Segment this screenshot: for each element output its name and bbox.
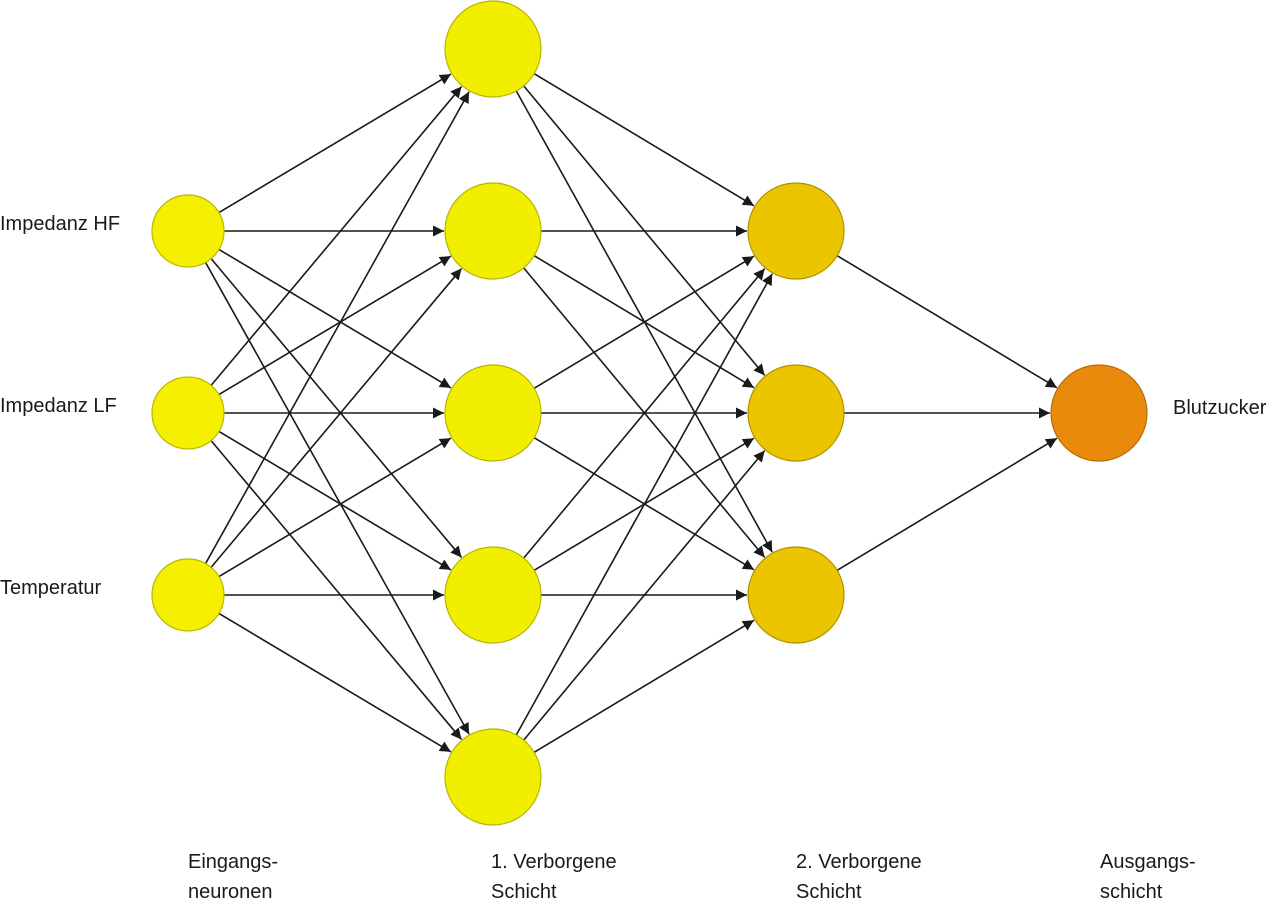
neurons [151,0,1148,826]
hidden2-neuron-1 [747,182,845,280]
hidden1-neuron-1 [444,0,542,98]
layer-caption-hidden1-line1: 1. Verborgene [491,851,617,873]
layer-caption-hidden2: 2. Verborgene Schicht [796,847,922,907]
input-neuron-1 [151,194,225,268]
input-label-impedanz-hf: Impedanz HF [0,213,121,235]
layer-caption-output: Ausgangs- schicht [1100,847,1196,907]
edge-input-3-to-hidden1-3 [218,437,452,578]
layer-caption-input-line2: neuronen [188,881,273,903]
hidden2-neuron-2 [747,364,845,462]
layer-caption-hidden2-line1: 2. Verborgene [796,851,922,873]
layer-caption-input: Eingangs- neuronen [188,847,278,907]
edge-hidden1-5-to-hidden2-2 [523,450,766,741]
hidden2-neuron-3 [747,546,845,644]
edge-input-3-to-hidden1-5 [218,612,452,753]
edge-input-1-to-hidden1-5 [204,262,470,735]
edge-hidden1-4-to-hidden2-1 [523,268,766,559]
layer-caption-output-line1: Ausgangs- [1100,851,1196,873]
layer-caption-output-line2: schicht [1100,881,1163,903]
edge-input-2-to-hidden1-1 [210,86,463,386]
input-neuron-2 [151,376,225,450]
output-label-blutzucker: Blutzucker [1173,397,1267,419]
hidden1-neuron-4 [444,546,542,644]
input-label-impedanz-lf: Impedanz LF [0,395,117,417]
edge-hidden1-5-to-hidden2-1 [515,273,773,736]
edge-input-1-to-hidden1-3 [218,248,452,389]
output-neuron-1 [1050,364,1148,462]
layer-caption-hidden1-line2: Schicht [491,881,557,903]
edge-hidden2-1-to-output-1 [836,255,1058,389]
edge-input-2-to-hidden1-2 [218,255,452,396]
edge-input-3-to-hidden1-2 [210,268,463,568]
input-neuron-3 [151,558,225,632]
edge-hidden2-3-to-output-1 [836,437,1058,571]
edge-hidden1-5-to-hidden2-3 [533,619,755,753]
edge-input-1-to-hidden1-4 [210,258,463,558]
connections [204,73,1058,753]
edge-input-2-to-hidden1-5 [210,440,463,740]
hidden1-neuron-5 [444,728,542,826]
layer-caption-hidden2-line2: Schicht [796,881,862,903]
hidden1-neuron-2 [444,182,542,280]
layer-caption-input-line1: Eingangs- [188,851,279,873]
edge-hidden1-3-to-hidden2-1 [533,255,755,389]
edge-input-3-to-hidden1-1 [204,91,470,564]
edge-input-1-to-hidden1-1 [218,73,452,214]
input-label-temperatur: Temperatur [0,577,102,599]
layer-caption-hidden1: 1. Verborgene Schicht [491,847,617,907]
edge-hidden1-1-to-hidden2-1 [533,73,755,207]
hidden1-neuron-3 [444,364,542,462]
edge-input-2-to-hidden1-4 [218,430,452,571]
